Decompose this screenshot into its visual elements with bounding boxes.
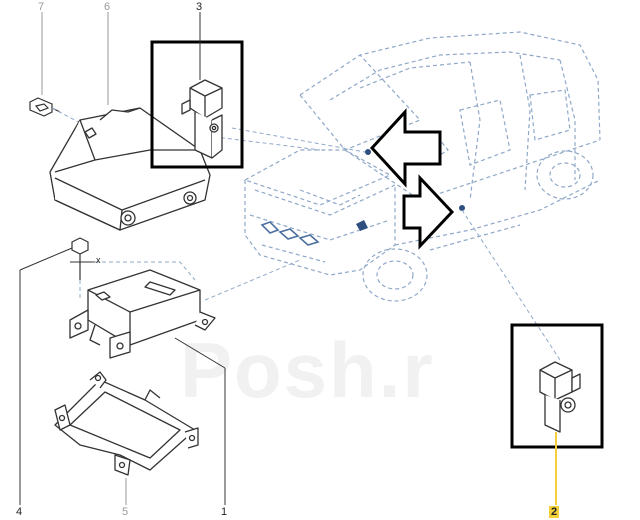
part-5-bracket	[54, 371, 199, 476]
callout-1: 1	[221, 506, 228, 518]
part-7-screw	[29, 12, 61, 117]
part-6-cover	[49, 12, 211, 231]
front-sensor-location	[356, 220, 368, 231]
part-1-control-unit	[69, 269, 216, 359]
part-2-sensor	[539, 361, 581, 433]
axis-label-x: x	[96, 255, 101, 265]
callout-3: 3	[196, 1, 203, 13]
part-3-sensor	[181, 79, 223, 159]
callout-5: 5	[122, 506, 129, 518]
front-grille	[260, 221, 320, 246]
leader-lines	[199, 127, 561, 361]
part-4-bolt	[70, 237, 95, 280]
arrow-right-icon	[402, 174, 455, 250]
callout-7: 7	[38, 1, 45, 13]
side-sensor-dot-right	[459, 205, 465, 211]
callout-4: 4	[16, 506, 23, 518]
side-sensor-dot-left	[365, 149, 371, 155]
callout-6: 6	[104, 1, 111, 13]
highlight-box-part-3	[150, 40, 244, 169]
arrow-left-icon	[369, 108, 442, 188]
watermark: Posh.r	[180, 326, 435, 414]
vehicle-outline	[243, 31, 601, 302]
callout-2: 2	[549, 506, 560, 518]
